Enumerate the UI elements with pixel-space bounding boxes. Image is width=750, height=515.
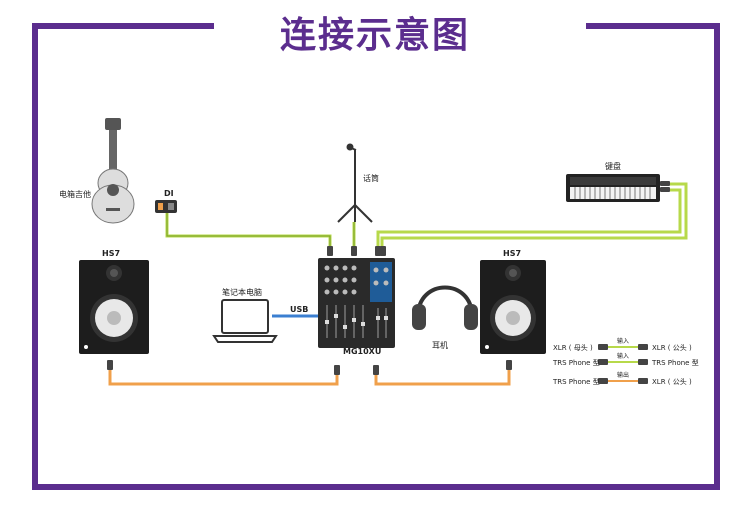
keyboard-label: 键盘: [605, 162, 621, 171]
legend-row-1-left: XLR ( 母头 ): [553, 344, 593, 352]
mixer-label: MG10XU: [343, 347, 382, 356]
mixer-icon: [318, 258, 395, 348]
legend-row-3-mid: 输出: [617, 372, 630, 379]
legend-row-1-mid: 输入: [617, 338, 630, 345]
legend-row-2-right: TRS Phone 型: [652, 359, 699, 367]
mic-label: 话筒: [363, 174, 379, 183]
headphones-label: 耳机: [432, 341, 448, 350]
page-title: 连接示意图: [279, 15, 470, 56]
frame-top-left-bar: [32, 23, 214, 29]
usb-label: USB: [290, 305, 309, 314]
headphones-icon: [412, 285, 478, 330]
purple-frame: [32, 23, 720, 490]
legend-row-2-mid: 输入: [617, 353, 630, 360]
microphone-icon: [337, 143, 373, 223]
legend-row-3-right: XLR ( 公头 ): [652, 378, 692, 386]
di-label: DI: [164, 189, 174, 198]
cable-plugs: [107, 181, 670, 375]
frame-left-bar: [32, 23, 38, 490]
left-monitor-speaker-icon: [79, 260, 149, 354]
laptop-icon: [212, 299, 278, 343]
right-monitor-speaker-icon: [480, 260, 546, 354]
keyboard-cable-2: [376, 188, 682, 252]
frame-bottom-bar: [32, 484, 720, 490]
frame-top-right-bar: [586, 23, 720, 29]
keyboard-cable-1: [380, 182, 688, 252]
frame-right-bar: [714, 23, 720, 490]
laptop-label: 笔记本电脑: [222, 288, 262, 297]
left-monitor-cable: [108, 365, 339, 386]
right-monitor-cable: [374, 365, 511, 386]
legend-row-1-right: XLR ( 公头 ): [652, 344, 692, 352]
guitar-label: 电箱吉他: [59, 190, 91, 199]
legend-connectors: [598, 344, 648, 384]
keyboard-icon: [566, 174, 660, 202]
right-monitor-label: HS7: [503, 249, 522, 258]
guitar-di-cable: [165, 213, 332, 252]
guitar-icon: [91, 118, 135, 224]
di-box-icon: [155, 200, 177, 213]
output-cables: [108, 365, 511, 386]
left-monitor-label: HS7: [102, 249, 121, 258]
legend-row-3-left: TRS Phone 型: [553, 378, 600, 386]
legend-row-2-left: TRS Phone 型: [553, 359, 600, 367]
